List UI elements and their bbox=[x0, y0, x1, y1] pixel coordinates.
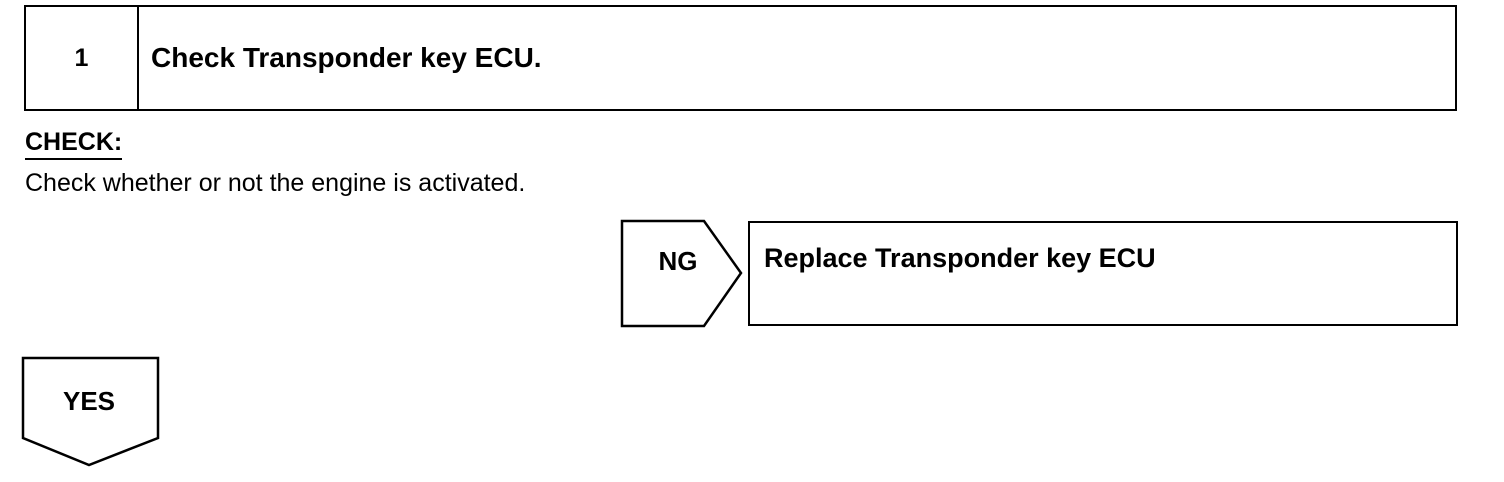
step-number: 1 bbox=[74, 43, 89, 72]
step-title: Check Transponder key ECU. bbox=[151, 42, 542, 73]
ng-action-text: Replace Transponder key ECU bbox=[764, 243, 1156, 273]
yes-label: YES bbox=[63, 386, 115, 416]
check-heading: CHECK: bbox=[25, 126, 123, 160]
ng-arrow-shape bbox=[620, 219, 743, 328]
step-divider bbox=[137, 7, 139, 109]
step-header-box: 1 Check Transponder key ECU. bbox=[24, 5, 1457, 111]
ng-action-box: Replace Transponder key ECU bbox=[748, 221, 1458, 326]
check-description: Check whether or not the engine is activ… bbox=[25, 169, 526, 197]
yes-arrow-shape bbox=[21, 356, 160, 467]
ng-label: NG bbox=[659, 246, 698, 276]
